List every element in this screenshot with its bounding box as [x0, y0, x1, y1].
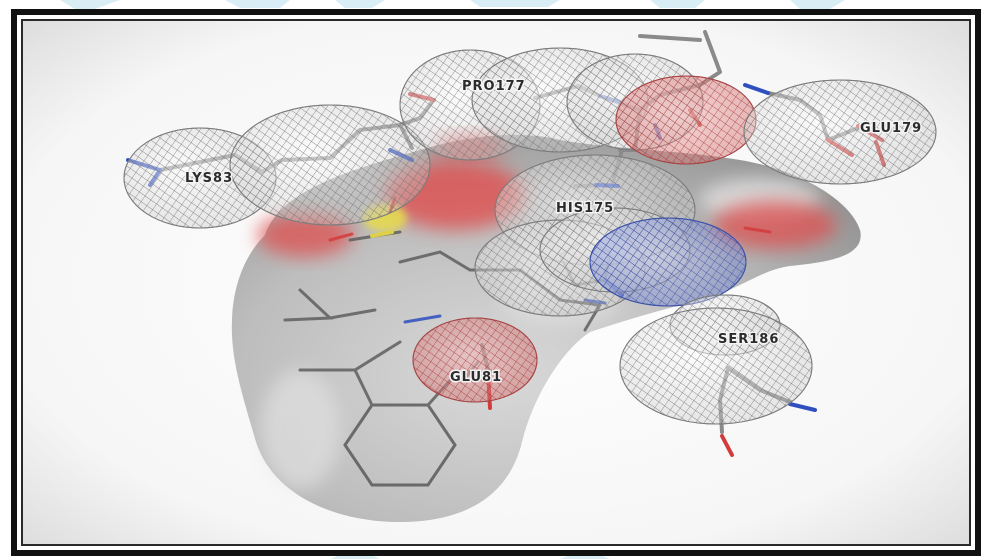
label-pro177: PRO177 [462, 79, 526, 94]
lys83-sphere [230, 105, 430, 225]
oxygen-sphere [616, 76, 756, 164]
nitrogen-sphere [590, 218, 746, 306]
label-his175: HIS175 [556, 201, 614, 216]
label-glu179: GLU179 [860, 121, 922, 136]
glu81-sphere [413, 318, 537, 402]
surface-highlight [260, 370, 340, 490]
label-ser186: SER186 [718, 332, 779, 347]
label-glu81: GLU81 [450, 370, 502, 385]
ser186-sphere [620, 308, 812, 424]
label-lys83: LYS83 [185, 171, 233, 186]
